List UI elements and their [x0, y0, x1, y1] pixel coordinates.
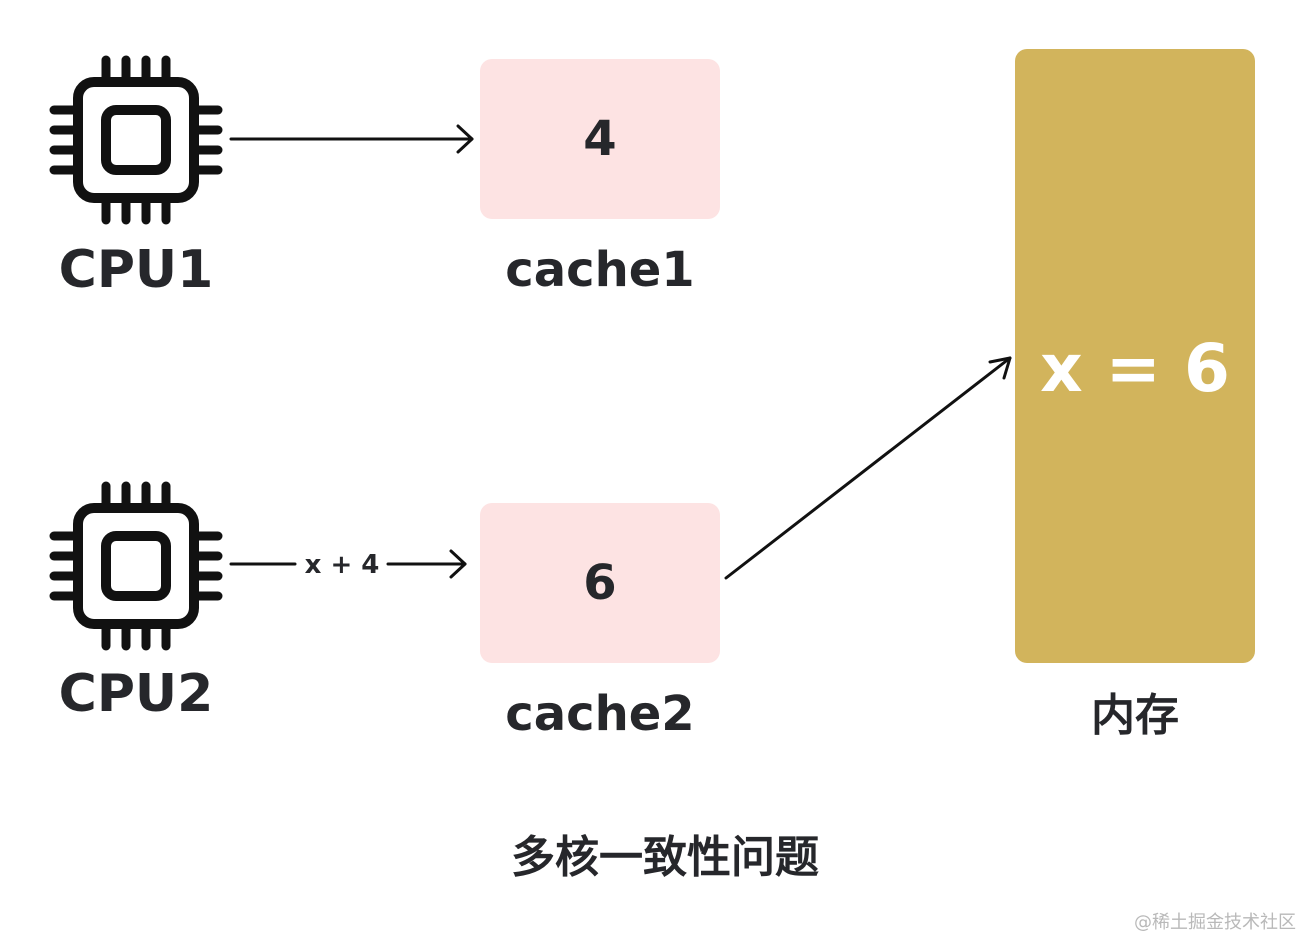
- arrowhead-cpu2-to-cache2: [449, 549, 467, 579]
- edge-label-increment: x + 4: [300, 548, 384, 582]
- cpu1-label: CPU1: [58, 240, 214, 300]
- cache1-box: 4: [480, 59, 720, 219]
- arrowhead-cpu1-to-cache1: [456, 124, 474, 154]
- memory-label: 内存: [1091, 690, 1179, 741]
- memory-box: x = 6: [1015, 49, 1255, 663]
- arrow-cache2-to-memory: [724, 356, 1012, 580]
- cpu-chip-icon: [49, 481, 223, 651]
- cache2-value: 6: [583, 555, 617, 611]
- diagram-title: 多核一致性问题: [511, 832, 819, 883]
- cpu-chip-icon: [49, 55, 223, 225]
- memory-value: x = 6: [1040, 330, 1230, 407]
- cache2-label: cache2: [505, 686, 695, 742]
- arrowhead-cache2-to-memory: [988, 356, 1012, 380]
- cpu2-label: CPU2: [58, 664, 214, 724]
- watermark: @稀土掘金技术社区: [1134, 912, 1296, 933]
- cache1-value: 4: [583, 111, 617, 167]
- cache1-label: cache1: [505, 242, 695, 298]
- cache2-box: 6: [480, 503, 720, 663]
